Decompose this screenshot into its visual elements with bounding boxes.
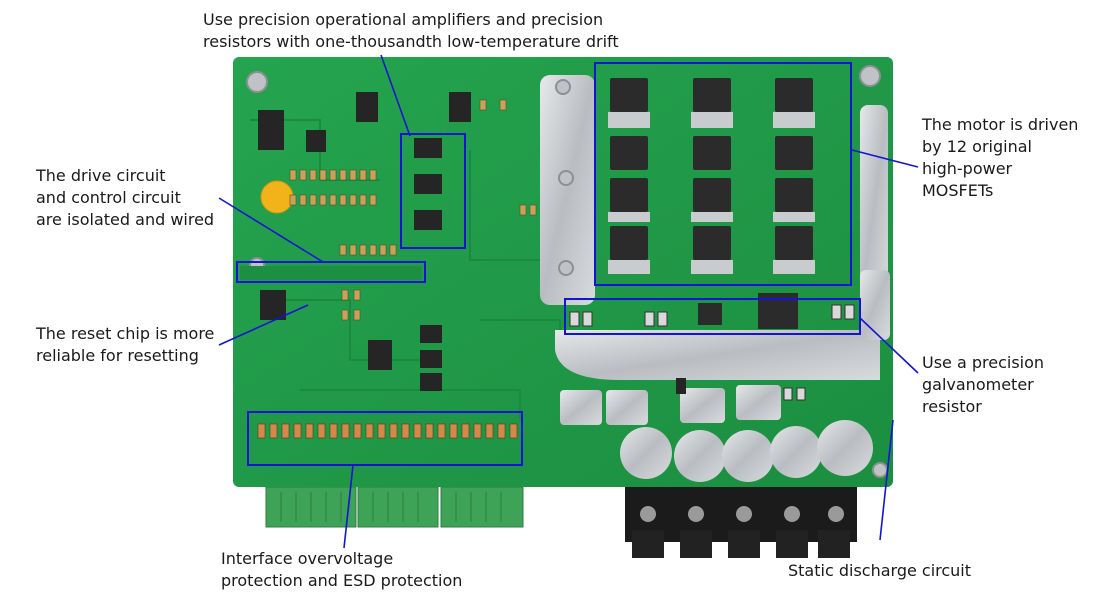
annotation-isolation: The drive circuit and control circuit ar… (36, 166, 215, 229)
annotation-static-discharge: Static discharge circuit (788, 561, 972, 580)
annotation-mosfets: The motor is driven by 12 original high-… (922, 115, 1079, 200)
control-circuit-chips (258, 92, 686, 394)
annotation-reset-chip: The reset chip is more reliable for rese… (36, 324, 215, 365)
isolation-strip (240, 266, 422, 280)
mosfet-array (608, 78, 815, 274)
copper-power-pads (540, 75, 890, 482)
highlight-boxes (236, 62, 861, 466)
black-screw-terminal (625, 482, 857, 558)
rohs-sticker (260, 180, 294, 214)
green-terminal-blocks (265, 486, 524, 528)
smd-components (289, 99, 537, 321)
leader-lines (218, 54, 919, 549)
annotation-interface-protection: Interface overvoltage protection and ESD… (221, 549, 463, 590)
annotation-op-amps: Use precision operational amplifiers and… (203, 10, 619, 51)
annotation-galvanometer: Use a precision galvanometer resistor (922, 353, 1045, 416)
interface-protection-parts (257, 423, 518, 439)
